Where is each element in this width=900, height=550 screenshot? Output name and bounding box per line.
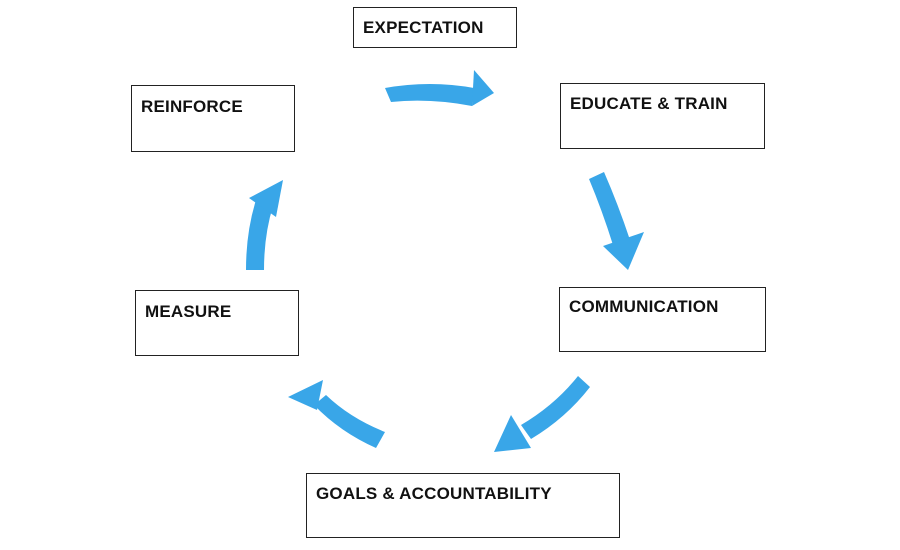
step-measure: MEASURE <box>135 290 299 356</box>
step-goals-and-accountability-label: GOALS & ACCOUNTABILITY <box>316 484 552 503</box>
arrow-goals-to-measure <box>288 380 385 448</box>
step-goals-and-accountability: GOALS & ACCOUNTABILITY <box>306 473 620 538</box>
step-reinforce-label: REINFORCE <box>141 97 243 116</box>
step-educate-and-train-label: EDUCATE & TRAIN <box>570 94 728 113</box>
arrow-expectation-to-educate <box>385 70 494 106</box>
arrow-educate-to-communication <box>589 172 644 270</box>
step-reinforce: REINFORCE <box>131 85 295 152</box>
arrow-communication-to-goals <box>494 376 590 452</box>
step-educate-and-train: EDUCATE & TRAIN <box>560 83 765 149</box>
step-expectation-label: EXPECTATION <box>363 18 484 37</box>
arrow-measure-to-reinforce <box>246 180 283 270</box>
step-measure-label: MEASURE <box>145 302 232 321</box>
step-expectation: EXPECTATION <box>353 7 517 48</box>
step-communication: COMMUNICATION <box>559 287 766 352</box>
step-communication-label: COMMUNICATION <box>569 297 719 316</box>
